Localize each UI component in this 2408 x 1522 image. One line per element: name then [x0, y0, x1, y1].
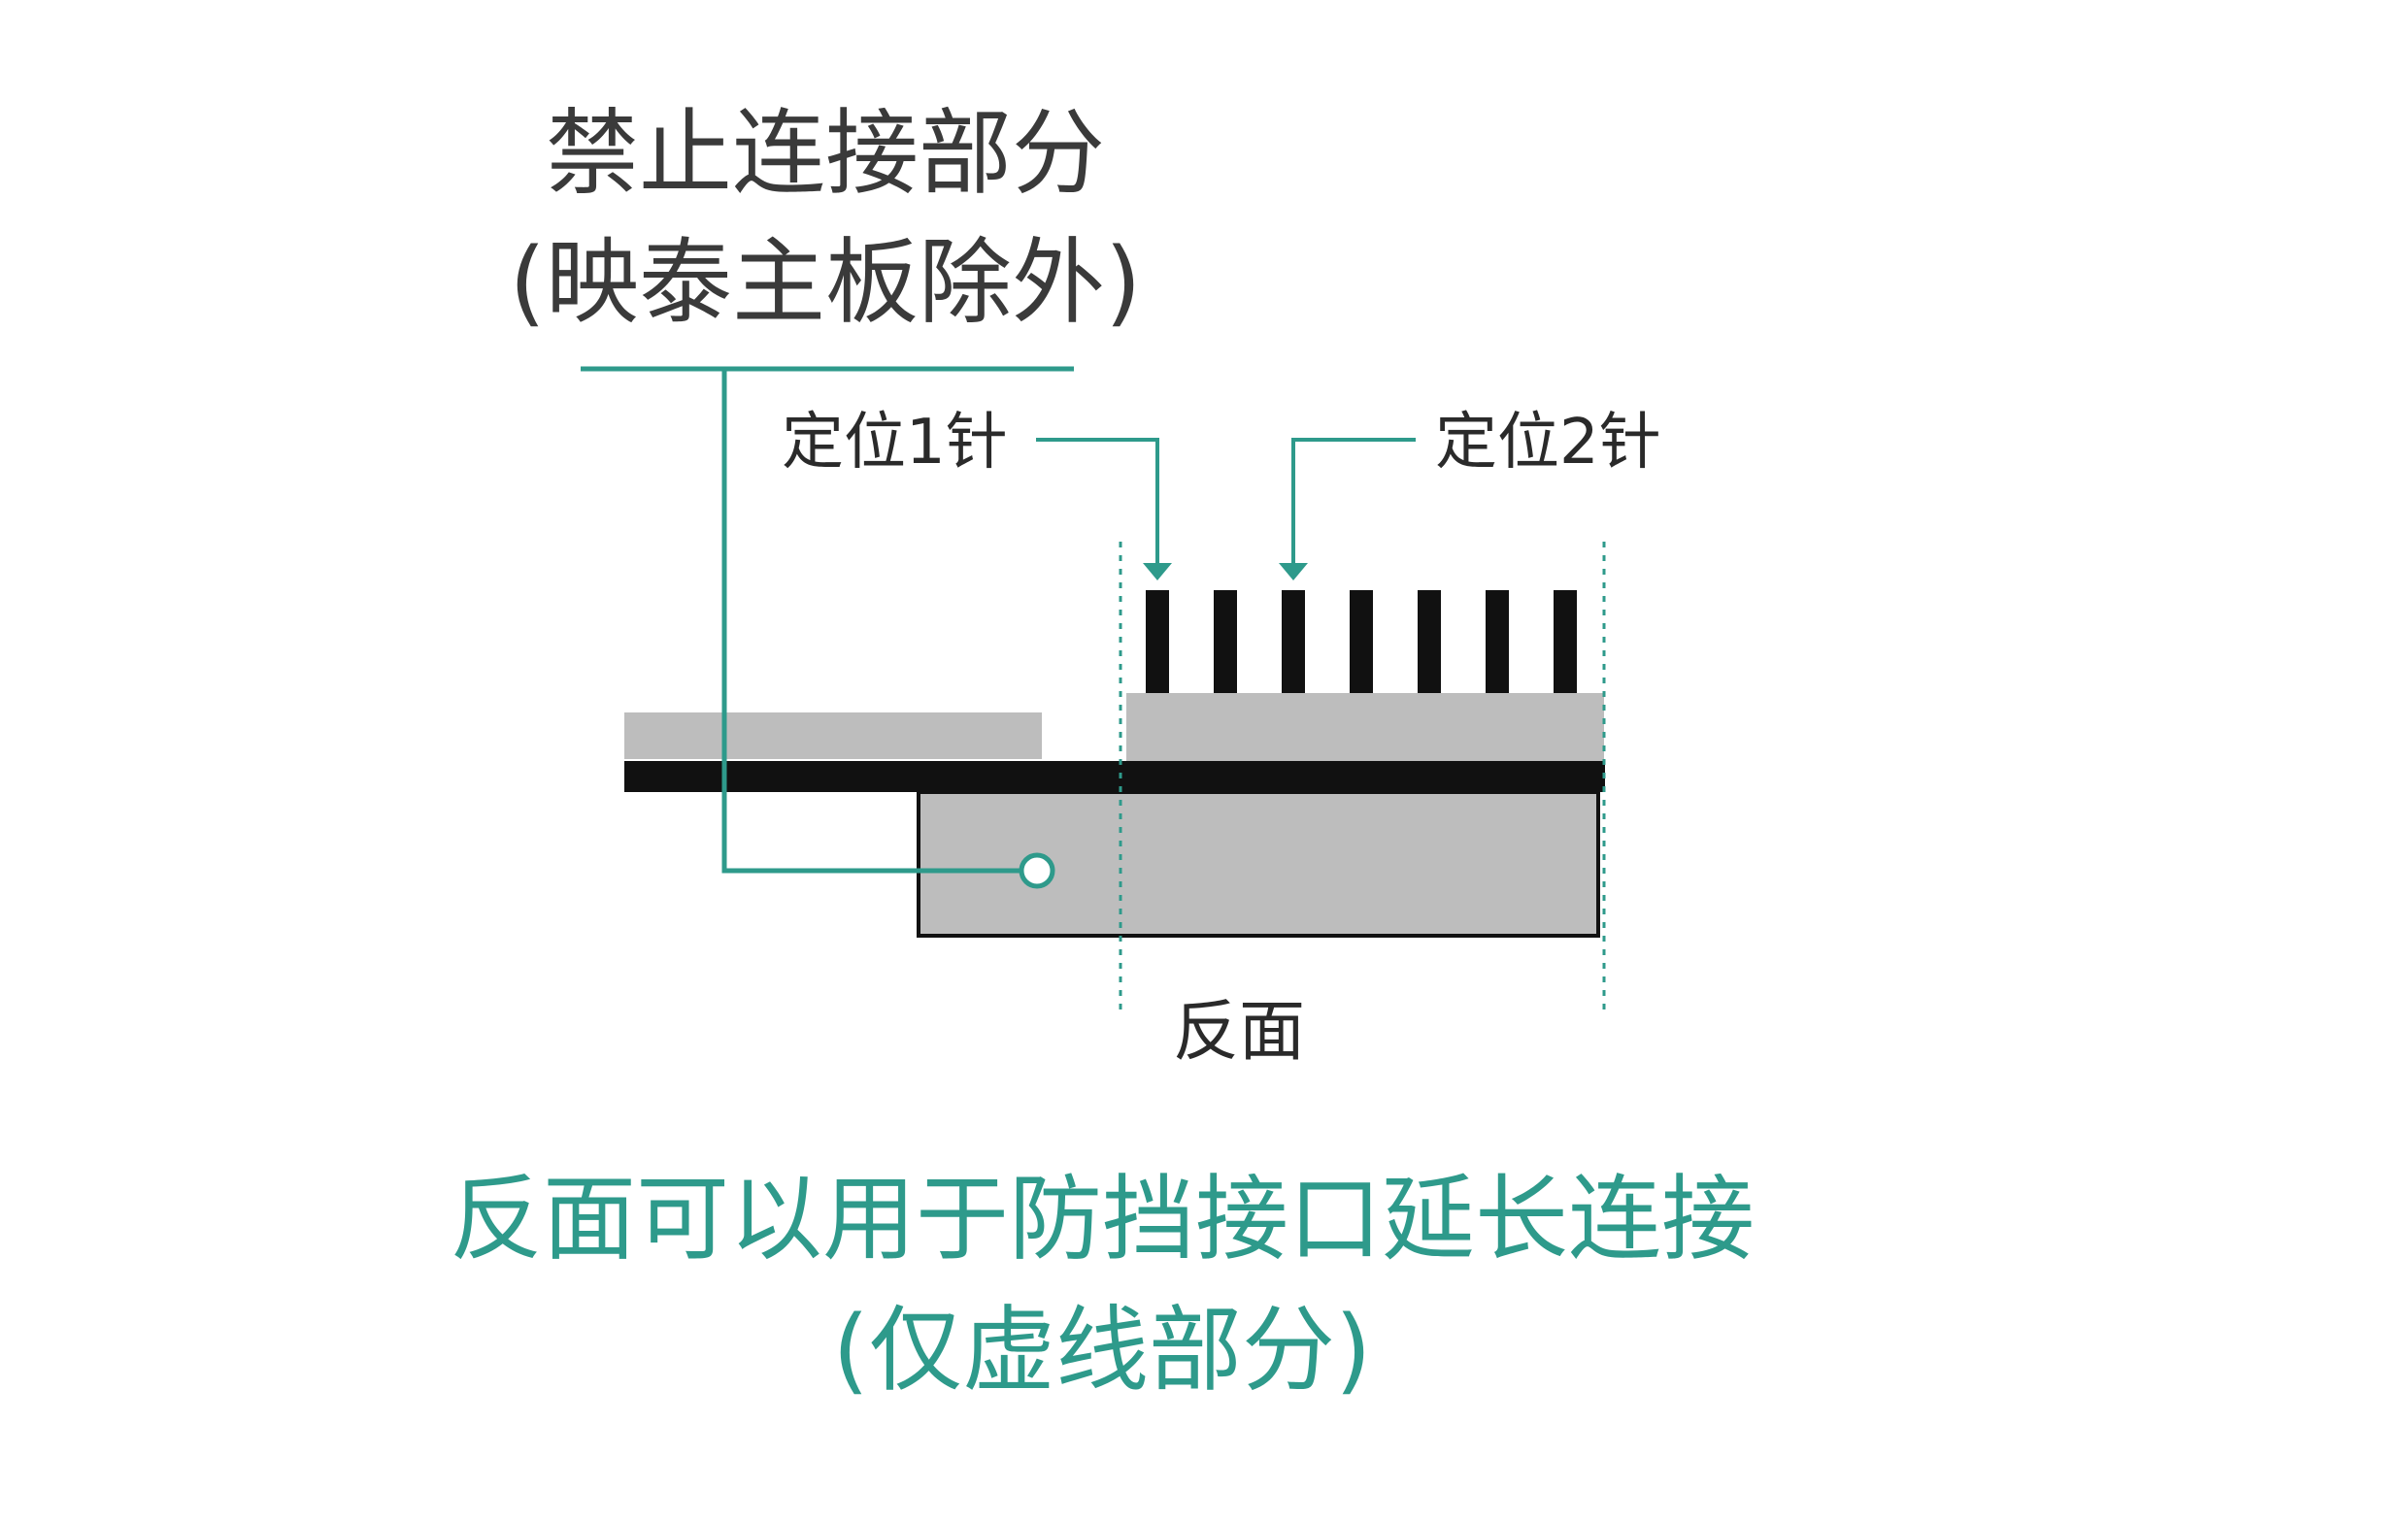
back-side-label: 反面 [1173, 994, 1306, 1071]
header-pin [1554, 590, 1577, 693]
pin1-arrow-head [1143, 563, 1172, 580]
header-base-block [1126, 693, 1604, 761]
pcb-layer-bar [624, 761, 1605, 792]
caption-line2: (仅虚线部分) [832, 1296, 1372, 1405]
pin2-leader-line [1291, 438, 1416, 563]
header-pin [1486, 590, 1509, 693]
prohibited-leader-line [721, 369, 1021, 874]
header-pin [1214, 590, 1237, 693]
prohibited-marker-circle [1019, 852, 1055, 889]
pin1-leader-line [1036, 438, 1159, 563]
header-pin [1418, 590, 1441, 693]
header-pins [1146, 590, 1577, 693]
caption-line1: 反面可以用于防挡接口延长连接 [450, 1165, 1755, 1274]
pin1-label: 定位1针 [782, 407, 1008, 479]
header-pin [1282, 590, 1305, 693]
prohibited-label-line1: 禁止连接部分 [546, 99, 1105, 208]
pin2-label: 定位2针 [1435, 407, 1661, 479]
prohibited-label-line2: (映泰主板除外) [509, 228, 1142, 337]
header-pin [1146, 590, 1169, 693]
pin2-arrow-head [1279, 563, 1308, 580]
left-board-block [624, 712, 1042, 759]
header-pin [1350, 590, 1373, 693]
